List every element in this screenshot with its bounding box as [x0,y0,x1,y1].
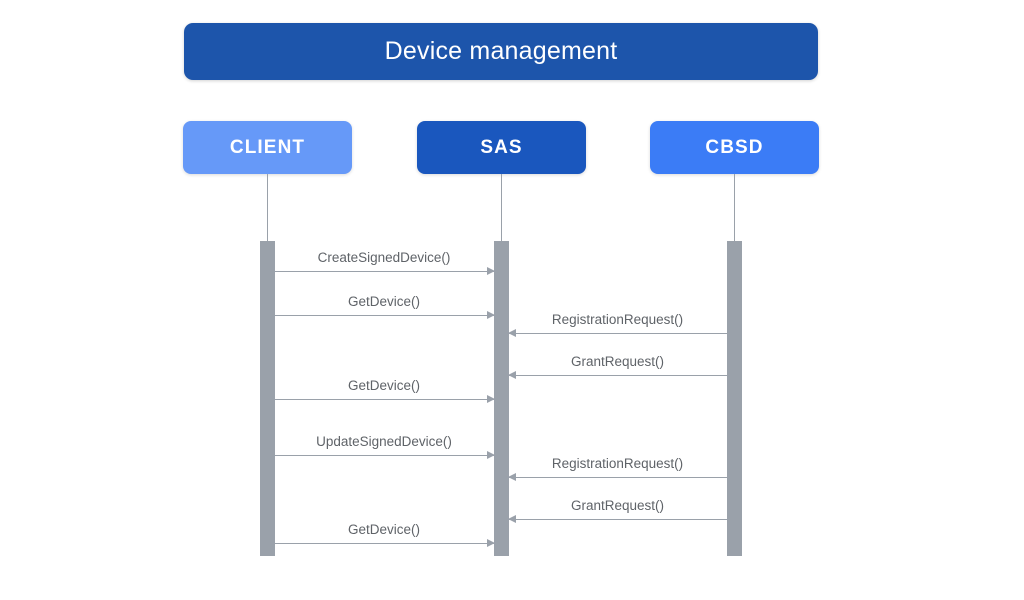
message-line [508,519,727,520]
message-label: GetDevice() [347,522,420,537]
message-label: GrantRequest() [570,498,665,513]
message-label: GrantRequest() [570,354,665,369]
arrow-head-right-icon [486,539,495,547]
arrow-head-left-icon [507,329,516,337]
lifeline-client [267,174,268,244]
diagram-title-bar: Device management [184,23,818,80]
arrow-head-right-icon [486,267,495,275]
diagram-title: Device management [384,37,618,65]
message-label: CreateSignedDevice() [317,250,451,265]
message-label: RegistrationRequest() [551,456,684,471]
message-label: UpdateSignedDevice() [316,434,452,449]
lifeline-cbsd [734,174,735,244]
message-line [274,455,494,456]
activation-bar-cbsd [727,241,742,556]
message-line [508,375,727,376]
activation-bar-sas [494,241,509,556]
participant-label-cbsd: CBSD [705,136,764,158]
participant-label-client: CLIENT [229,136,306,158]
lifeline-sas [501,174,502,244]
message-line [274,271,494,272]
message-line [274,543,494,544]
arrow-head-right-icon [486,451,495,459]
message-label: GetDevice() [347,378,420,393]
arrow-head-right-icon [486,395,495,403]
participant-box-cbsd[interactable]: CBSD [650,121,819,174]
message-line [508,477,727,478]
message-label: GetDevice() [347,294,420,309]
arrow-head-left-icon [507,515,516,523]
participant-label-sas: SAS [480,136,523,158]
arrow-head-left-icon [507,371,516,379]
message-line [274,399,494,400]
message-line [274,315,494,316]
message-label: RegistrationRequest() [551,312,684,327]
arrow-head-right-icon [486,311,495,319]
activation-bar-client [260,241,275,556]
participant-box-client[interactable]: CLIENT [183,121,352,174]
participant-box-sas[interactable]: SAS [417,121,586,174]
arrow-head-left-icon [507,473,516,481]
message-line [508,333,727,334]
